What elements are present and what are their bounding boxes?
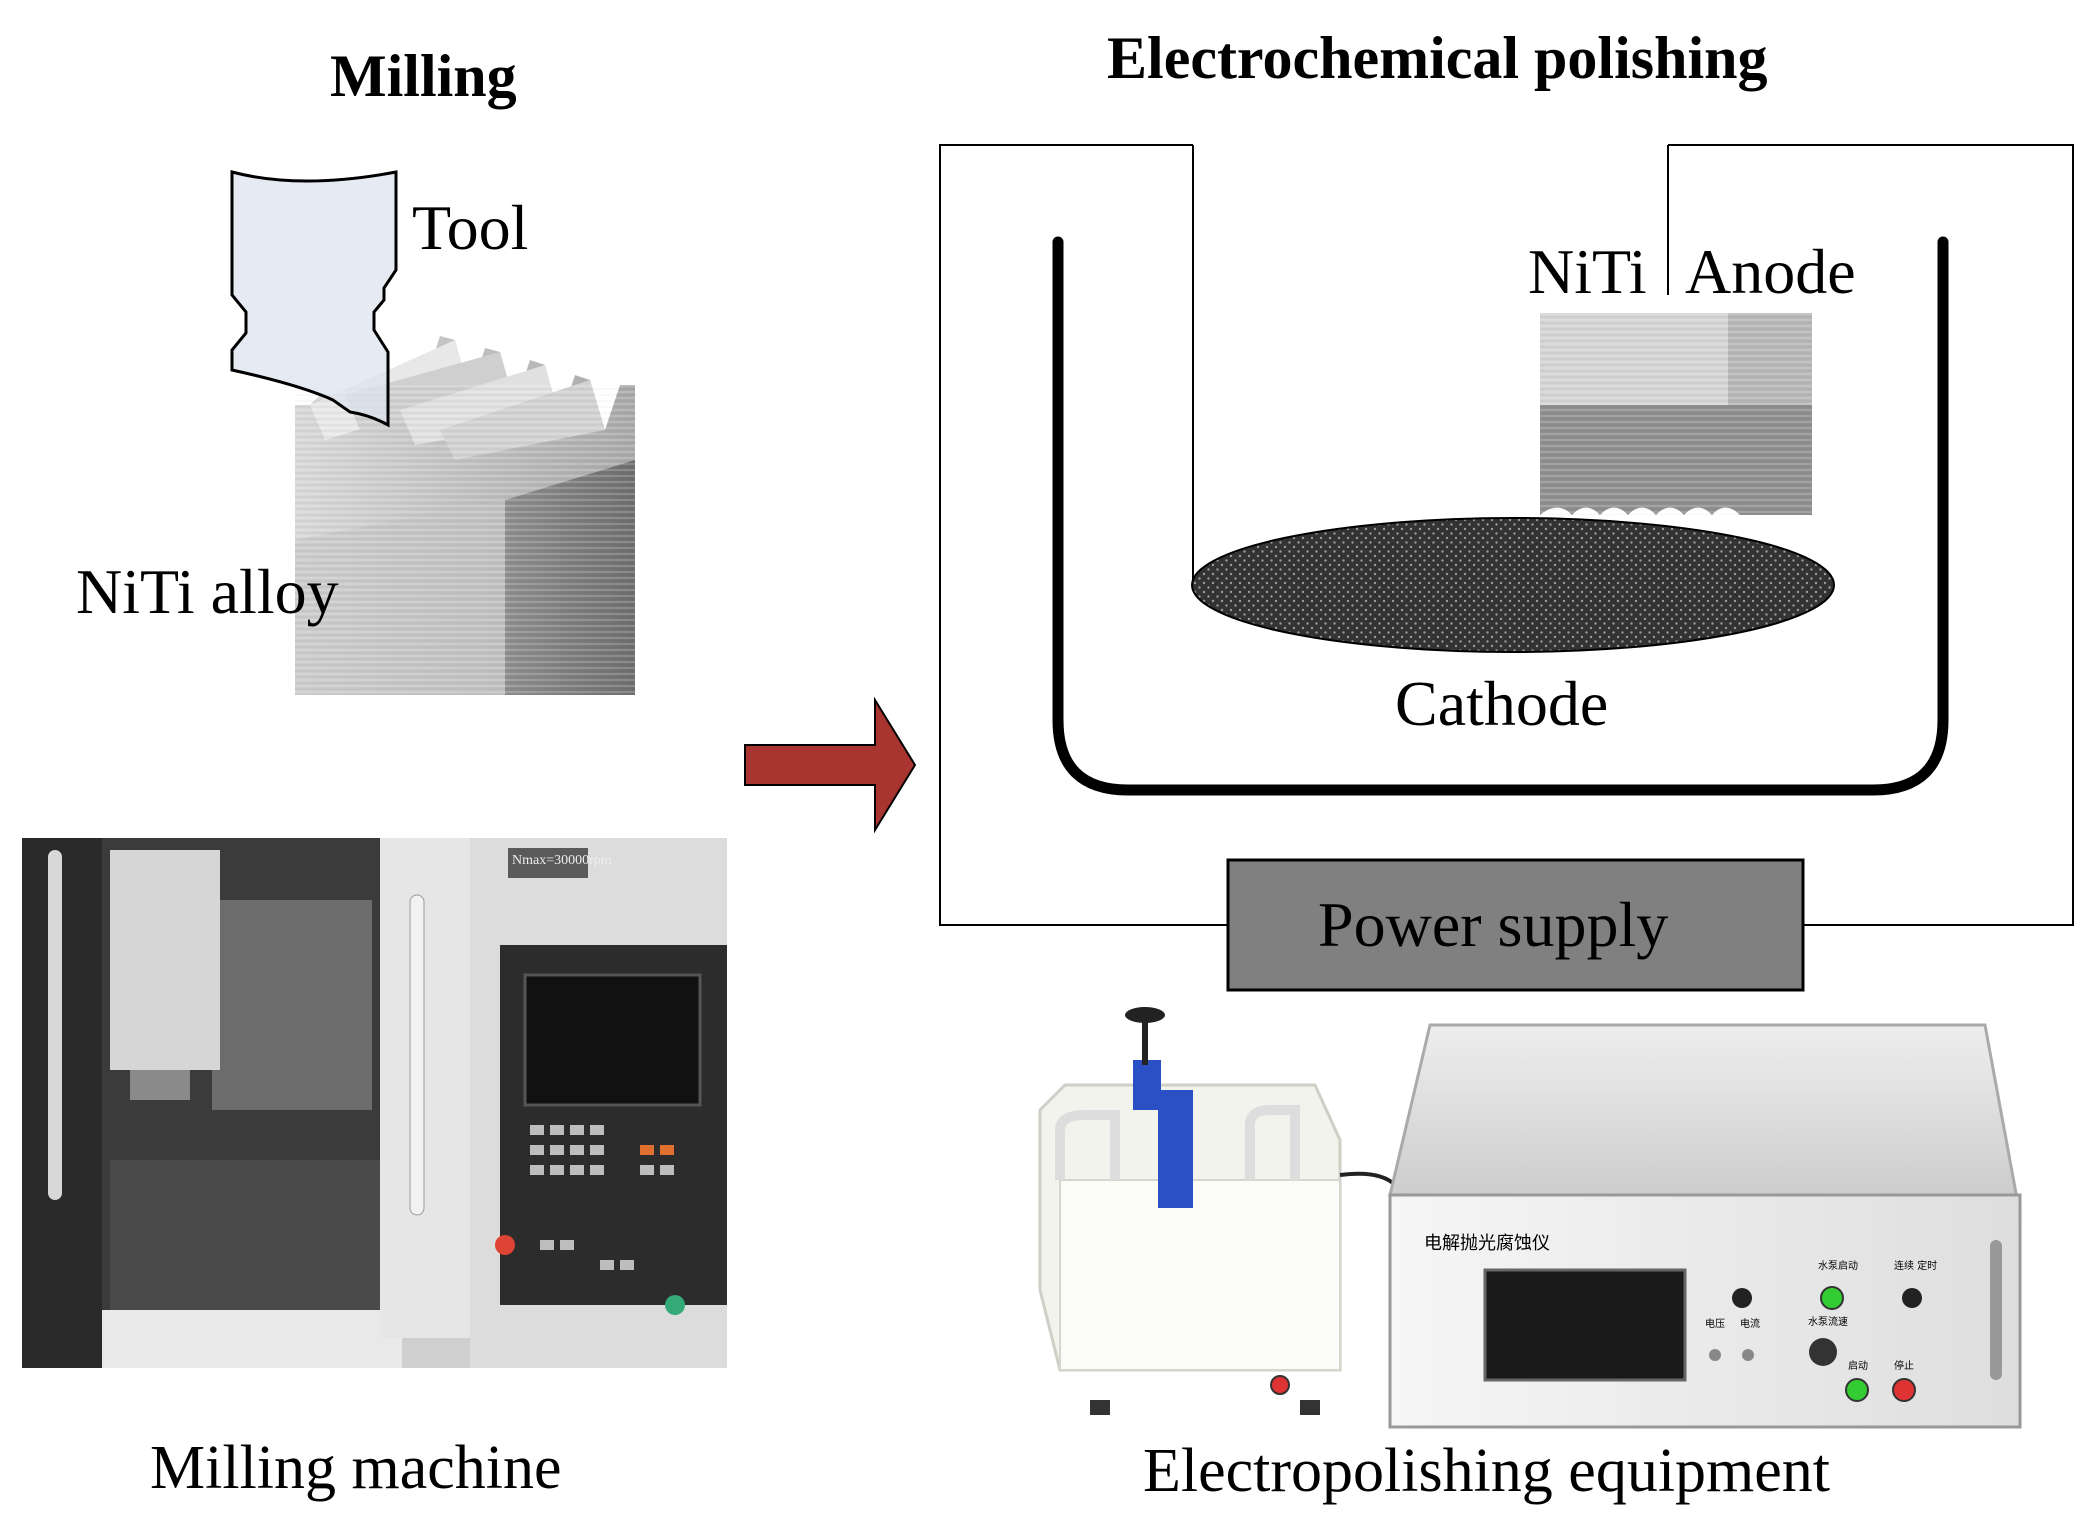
stop-button bbox=[1892, 1378, 1916, 1402]
device-case-top bbox=[1388, 1023, 2022, 1217]
tank-handle-right bbox=[1245, 1105, 1300, 1180]
cathode-label: Cathode bbox=[1395, 668, 1609, 739]
electropolishing-equipment-photo bbox=[1038, 1007, 2022, 1429]
polishing-title: Electrochemical polishing bbox=[1107, 25, 1768, 91]
niti-alloy-label: NiTi alloy bbox=[76, 556, 339, 627]
emergency-stop bbox=[495, 1235, 515, 1255]
panel-text-pump-start: 水泵启动 bbox=[1818, 1261, 1858, 1272]
cathode-plate bbox=[1191, 517, 1835, 653]
start-button-light bbox=[665, 1295, 685, 1315]
machine-spindle-cover bbox=[110, 850, 220, 1070]
device-panel-label: 电解抛光腐蚀仪 bbox=[1424, 1233, 1550, 1254]
tank-handle-left bbox=[1055, 1110, 1120, 1180]
electrolytic-bath bbox=[1052, 236, 1949, 796]
clamp-knob bbox=[1125, 1007, 1165, 1023]
control-screen bbox=[523, 973, 702, 1107]
power-supply-box bbox=[1226, 858, 1805, 992]
milling-tool bbox=[230, 170, 398, 428]
tool-label: Tool bbox=[412, 192, 529, 263]
blue-clamp bbox=[1158, 1090, 1193, 1208]
flow-knob bbox=[1809, 1338, 1837, 1366]
panel-text-stop: 停止 bbox=[1894, 1361, 1914, 1372]
panel-text-mode: 连续 定时 bbox=[1894, 1261, 1938, 1272]
circuit-wire-right bbox=[1668, 144, 2074, 926]
tank-cable bbox=[1339, 1171, 1397, 1187]
current-knob bbox=[1742, 1349, 1754, 1361]
mode-knob bbox=[1732, 1288, 1752, 1308]
niti-alloy-block bbox=[295, 336, 635, 695]
panel-text-voltage: 电压 bbox=[1705, 1319, 1725, 1330]
control-keys bbox=[530, 1125, 674, 1270]
niti-anode-block bbox=[1540, 313, 1812, 515]
machine-spindle-head bbox=[212, 900, 372, 1110]
machine-spindle bbox=[130, 1070, 190, 1100]
panel-text-current: 电流 bbox=[1740, 1319, 1760, 1330]
milling-title: Milling bbox=[330, 43, 517, 109]
anode-label-anode: Anode bbox=[1685, 236, 1856, 307]
blue-clamp-arm bbox=[1133, 1060, 1161, 1110]
device-display bbox=[1483, 1268, 1687, 1382]
machine-table bbox=[110, 1160, 400, 1310]
timer-knob bbox=[1902, 1288, 1922, 1308]
milling-machine-photo bbox=[22, 838, 727, 1368]
tank-foot bbox=[1300, 1400, 1320, 1415]
tank-body bbox=[1059, 1179, 1341, 1371]
milling-machine-caption: Milling machine bbox=[150, 1434, 562, 1502]
circuit-wire-left bbox=[939, 144, 1228, 926]
door-handle-left bbox=[48, 850, 62, 1200]
machine-door-frame bbox=[380, 838, 470, 1338]
tank-foot bbox=[1090, 1400, 1110, 1415]
voltage-knob bbox=[1709, 1349, 1721, 1361]
panel-text-flow: 水泵流速 bbox=[1808, 1317, 1848, 1328]
electropolishing-equipment-caption: Electropolishing equipment bbox=[1143, 1437, 1831, 1505]
tank-switch bbox=[1270, 1375, 1290, 1395]
anode-label-niti: NiTi bbox=[1528, 236, 1647, 307]
process-arrow bbox=[744, 696, 917, 834]
machine-plate bbox=[508, 848, 588, 878]
start-button bbox=[1845, 1378, 1869, 1402]
anode-texture bbox=[1540, 313, 1812, 515]
block-texture bbox=[295, 385, 635, 695]
device-handle bbox=[1990, 1240, 2002, 1380]
door-handle-right bbox=[409, 894, 425, 1216]
panel-text-start: 启动 bbox=[1848, 1361, 1868, 1372]
machine-plate-text: Nmax=30000rpm bbox=[512, 853, 612, 868]
machine-base bbox=[102, 1310, 402, 1368]
pump-start-button bbox=[1820, 1286, 1844, 1310]
power-supply-label: Power supply bbox=[1318, 889, 1669, 960]
